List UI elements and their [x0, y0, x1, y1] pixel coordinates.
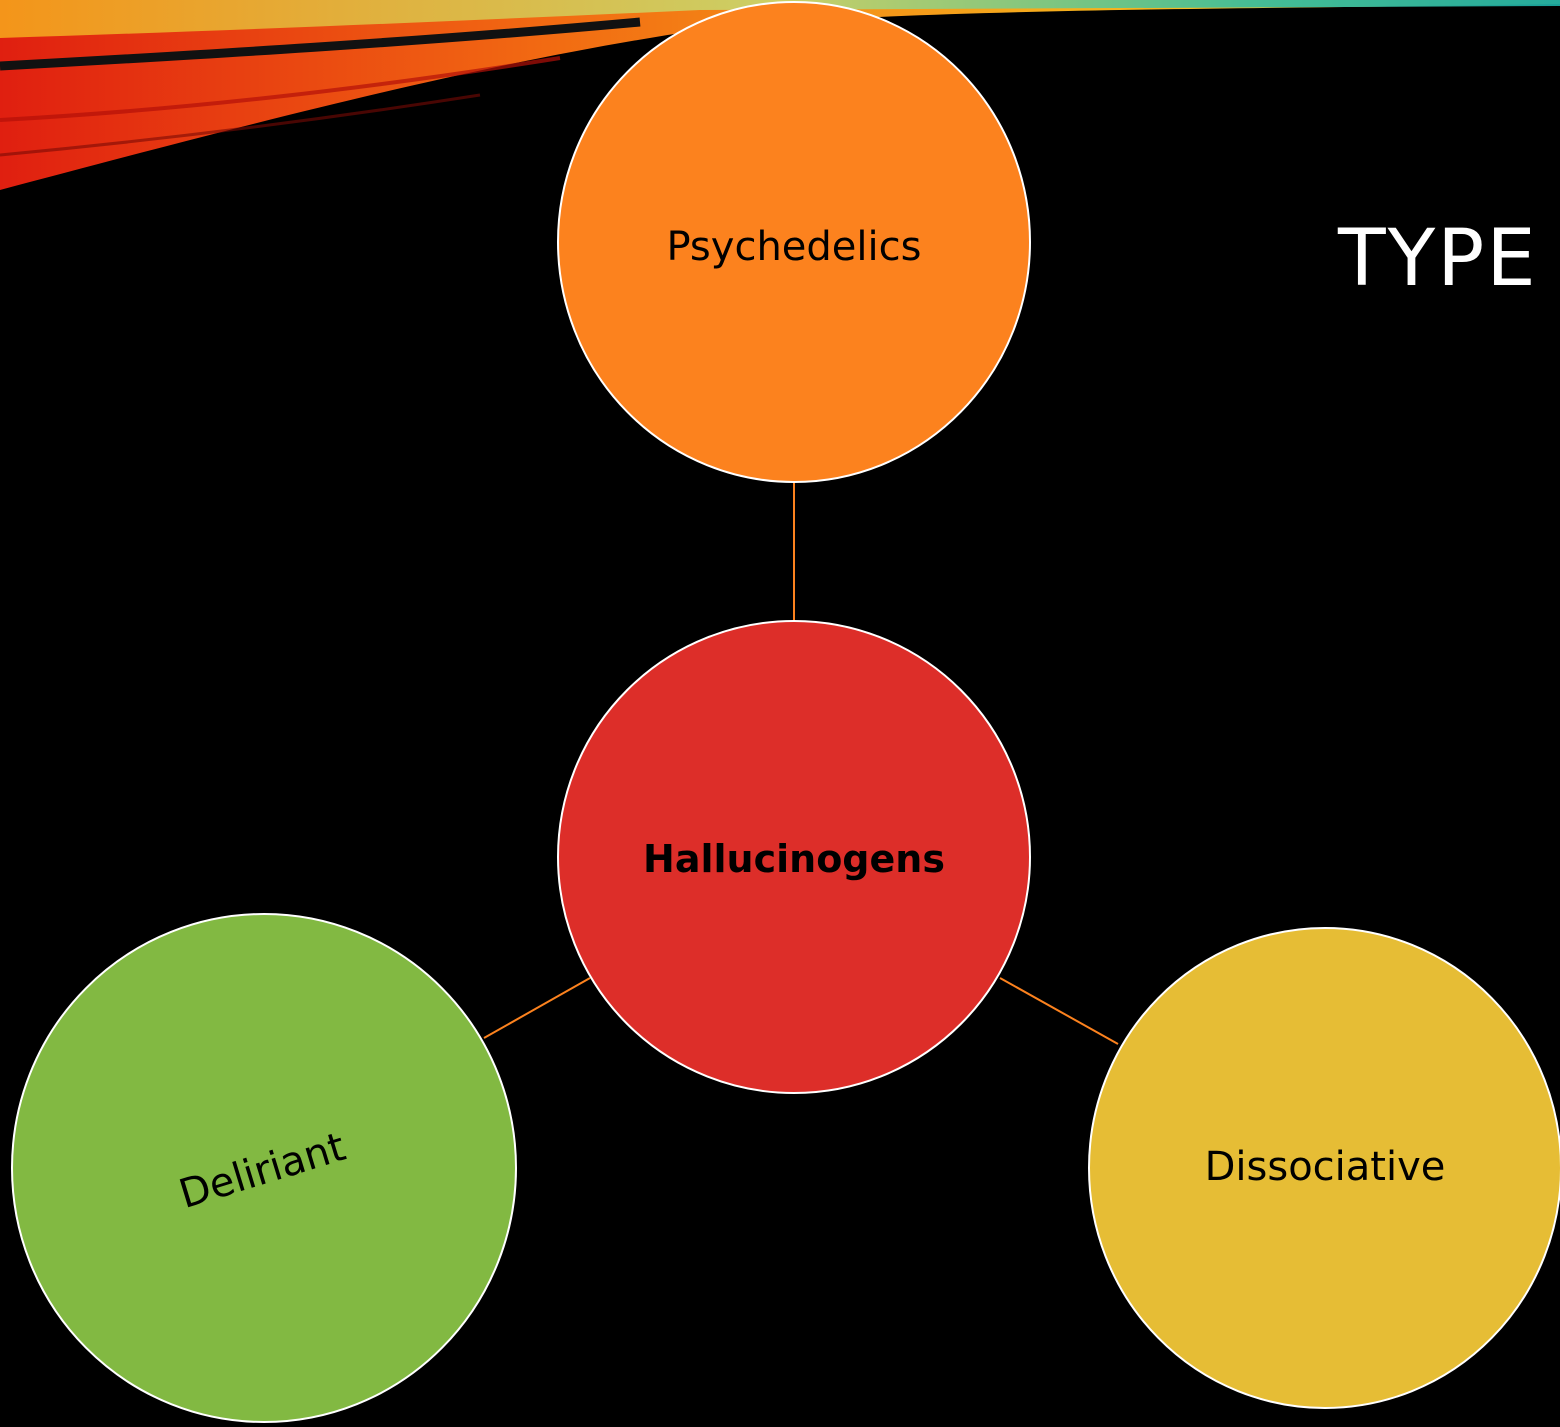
node-dissociative[interactable]: Dissociative — [1088, 927, 1560, 1409]
node-circle — [557, 1, 1031, 483]
decorative-swoosh — [0, 0, 1560, 190]
connector-right — [999, 977, 1119, 1045]
slide-title: TYPE — [1337, 214, 1538, 304]
node-psychedelics[interactable]: Psychedelics — [557, 1, 1031, 483]
node-label: Dissociative — [1205, 1144, 1446, 1190]
node-hallucinogens[interactable]: Hallucinogens — [557, 620, 1031, 1094]
node-deliriant[interactable]: Deliriant — [11, 913, 517, 1423]
node-circle — [1088, 927, 1560, 1409]
node-circle — [557, 620, 1031, 1094]
node-label: Hallucinogens — [643, 837, 945, 881]
connector-left — [483, 977, 591, 1039]
node-circle — [11, 913, 517, 1423]
node-label: Psychedelics — [667, 224, 922, 270]
